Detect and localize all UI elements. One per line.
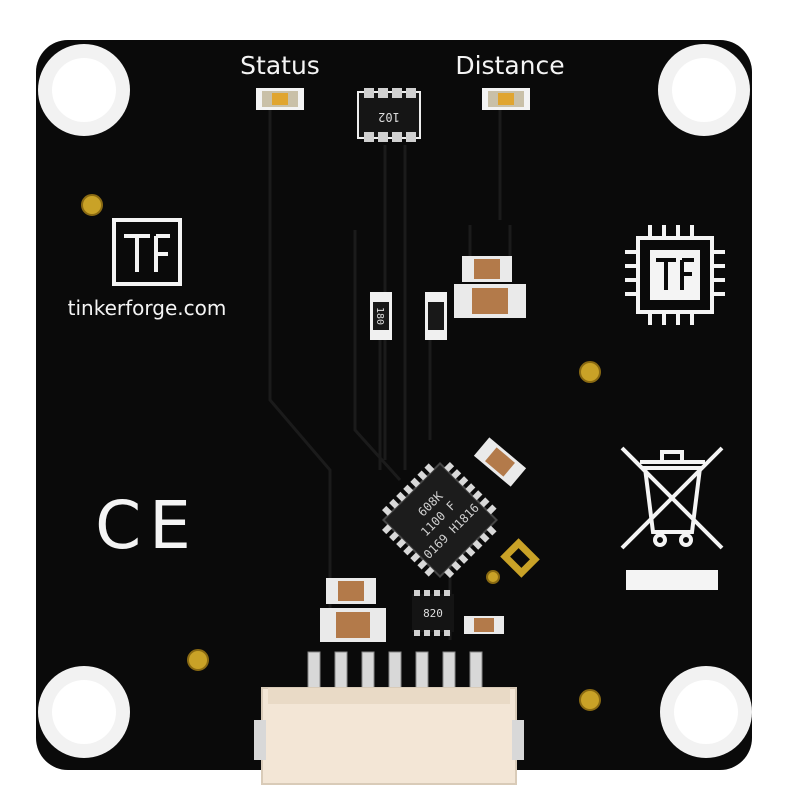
connector [254, 687, 524, 785]
status-led [256, 88, 304, 110]
chip-logo-icon [625, 225, 725, 325]
mounting-hole-top-right [658, 44, 750, 136]
small-ic: 820 [412, 590, 454, 636]
status-label: Status [240, 51, 320, 80]
crossed-bin-icon [620, 446, 724, 550]
pcb-board [36, 40, 752, 770]
weee-bar [626, 570, 718, 590]
mounting-hole-bottom-right [660, 666, 752, 758]
gold-vias [81, 194, 601, 711]
website-label: tinkerforge.com [68, 296, 227, 320]
resistor-vertical [425, 292, 447, 340]
capacitor-bottom-1 [326, 578, 376, 604]
connector-pins [307, 651, 483, 693]
resistor-array-label: 102 [378, 110, 400, 124]
resistor-180: 180 [370, 292, 392, 340]
capacitor-diagonal [473, 437, 527, 487]
capacitor-large [454, 284, 526, 318]
mounting-hole-top-left [38, 44, 130, 136]
resistor-small [464, 616, 504, 634]
gold-component [500, 538, 540, 578]
capacitor-bottom-2 [320, 608, 386, 642]
sensor-chip: 608K 1100 F 0169 H1816 [382, 462, 498, 578]
resistor-180-label: 180 [374, 307, 385, 325]
capacitor-top [462, 256, 512, 282]
distance-led [482, 88, 530, 110]
tinkerforge-logo-icon [112, 218, 182, 286]
small-ic-label: 820 [423, 607, 443, 620]
resistor-array: 102 [357, 88, 421, 142]
distance-label: Distance [455, 51, 564, 80]
ce-mark: CE [95, 487, 199, 564]
mounting-hole-bottom-left [38, 666, 130, 758]
